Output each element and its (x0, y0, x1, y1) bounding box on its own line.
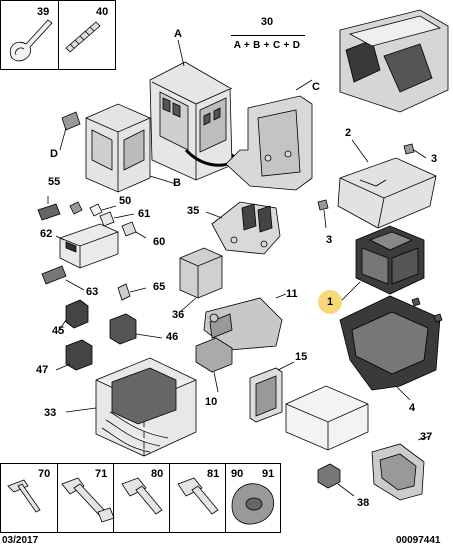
label-B: B (173, 177, 181, 189)
label-3-top: 3 (431, 153, 438, 165)
label-37: 37 (420, 431, 433, 443)
label-61: 61 (138, 208, 151, 220)
bracket-C (225, 95, 313, 191)
label-A: A (174, 28, 182, 40)
label-91: 91 (262, 468, 275, 480)
fuse-holder-62 (59, 223, 119, 269)
label-4: 4 (409, 402, 416, 414)
hardware-divider-3 (169, 464, 170, 532)
fuse-module-1 (355, 225, 425, 295)
footer-reference: 00097441 (396, 535, 441, 546)
label-40: 40 (96, 6, 109, 18)
label-1: 1 (326, 296, 334, 308)
formula-divider (231, 35, 305, 36)
label-3-left: 3 (326, 234, 333, 246)
fuse-box-A (149, 61, 233, 181)
label-80: 80 (151, 468, 164, 480)
label-63: 63 (86, 286, 99, 298)
label-60: 60 (153, 236, 166, 248)
relay-bracket-35 (211, 201, 281, 255)
threaded-stud-part (65, 21, 101, 53)
label-55: 55 (48, 176, 61, 188)
wiring-kit-33 (95, 357, 197, 457)
label-15: 15 (295, 351, 308, 363)
hardware-divider-1 (57, 464, 58, 532)
cable-tie-part (9, 19, 53, 62)
relay-36 (179, 247, 223, 299)
fuse-cover-box (285, 385, 369, 451)
fusebox-housing-4 (339, 295, 443, 391)
label-C: C (312, 81, 320, 93)
label-90: 90 (231, 468, 244, 480)
accessory-box-divider (58, 1, 59, 69)
label-47: 47 (36, 364, 49, 376)
label-50: 50 (119, 195, 132, 207)
highlighted-callout-1: 1 (318, 290, 342, 314)
engine-module-photo (339, 9, 449, 113)
formula-text: A + B + C + D (233, 40, 301, 51)
label-62: 62 (40, 228, 53, 240)
hardware-divider-2 (113, 464, 114, 532)
label-D: D (50, 148, 58, 160)
label-35: 35 (187, 205, 200, 217)
connector-module-11 (203, 297, 283, 351)
label-36: 36 (172, 309, 185, 321)
connector-10 (195, 337, 233, 393)
label-10: 10 (205, 396, 218, 408)
label-81: 81 (207, 468, 220, 480)
label-38: 38 (357, 497, 370, 509)
formula-number: 30 (260, 16, 274, 28)
label-33: 33 (44, 407, 57, 419)
label-65: 65 (153, 281, 166, 293)
label-70: 70 (38, 468, 51, 480)
label-46: 46 (166, 331, 179, 343)
label-11: 11 (286, 288, 298, 300)
bracket-15 (249, 367, 283, 423)
label-39: 39 (37, 6, 50, 18)
label-45: 45 (52, 325, 65, 337)
label-2: 2 (345, 127, 352, 139)
fusebox-cover-2 (337, 157, 437, 229)
label-71: 71 (95, 468, 108, 480)
relay-plate-37 (371, 443, 425, 501)
footer-date: 03/2017 (2, 535, 39, 546)
hardware-divider-4 (225, 464, 226, 532)
relay-unit-D (61, 103, 151, 193)
hardware-box (0, 463, 281, 533)
accessory-box (0, 0, 116, 70)
